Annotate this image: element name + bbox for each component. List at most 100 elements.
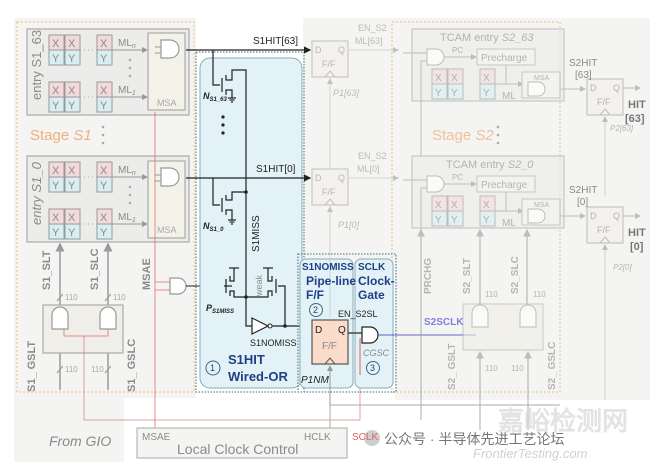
wired-or-title-2: Wired-OR (228, 369, 288, 384)
weak-label: weak (254, 274, 264, 297)
wired-or-frame (195, 51, 305, 393)
svg-text:HIT: HIT (628, 227, 646, 239)
pipeline-title-1: Pipe-line (306, 274, 356, 288)
msa-s2-0-label: MSA (534, 202, 550, 209)
svg-text:X: X (68, 212, 76, 224)
svg-text:Y: Y (451, 215, 458, 226)
pipeline-frame (297, 253, 397, 393)
entry-s1-63-label: entry S1_63 (29, 30, 44, 100)
wechat-icon (364, 430, 380, 446)
svg-text:ML: ML (502, 218, 516, 229)
en-s2sl-label: EN_S2SL (338, 309, 378, 319)
clockgate-header: SCLK (358, 262, 386, 273)
svg-text:Y: Y (52, 53, 60, 65)
svg-text:Q: Q (338, 45, 345, 55)
p1nm-label: P1NM (301, 375, 329, 386)
clockgate-title-1: Clock- (358, 274, 395, 288)
svg-text:PC: PC (452, 173, 463, 182)
watermark-title: 嘉峪检测网 (498, 406, 628, 436)
watermark-url: FrontierTesting.com (473, 446, 588, 461)
svg-text:X: X (451, 200, 458, 211)
svg-text:P1[63]: P1[63] (333, 88, 360, 98)
and-gate-icon (51, 306, 69, 330)
p1-flipflop-labels: D Q F/F P1[63] EN_S2 ML[63] D Q F/F P1[0… (315, 23, 387, 230)
svg-text:Y: Y (483, 88, 490, 99)
svg-text:Y: Y (68, 227, 76, 239)
ml-n-label: MLn (118, 165, 136, 177)
and-gate-icon (99, 306, 117, 330)
svg-text:[63]: [63] (575, 70, 592, 81)
svg-text:ML[63]: ML[63] (355, 36, 383, 46)
svg-text:[63]: [63] (625, 113, 645, 125)
svg-text:110: 110 (511, 364, 524, 373)
s2hit-labels: S2HIT [63] S2HIT [0] (569, 58, 597, 208)
pipeline-title-2: F/F (306, 288, 324, 302)
local-clock-control-label: Local Clock Control (177, 441, 298, 457)
msa-s2-63-label: MSA (534, 75, 550, 82)
svg-text:X: X (435, 73, 442, 84)
msae-bottom-label: MSAE (142, 432, 171, 443)
ml-1-label: ML1 (118, 85, 136, 97)
and-gate-icon (160, 39, 180, 59)
svg-text:P1[0]: P1[0] (338, 220, 360, 230)
svg-text:X: X (100, 85, 108, 97)
svg-text:S2_SLT: S2_SLT (462, 258, 473, 294)
s1-slt-label: S1_SLT (41, 250, 53, 290)
s1-slc-label: S1_SLC (89, 248, 101, 290)
svg-text:Y: Y (435, 88, 442, 99)
s2sclk-label: S2SCLK (424, 317, 464, 328)
svg-text:Q: Q (613, 83, 620, 93)
and-gate-icon (169, 277, 187, 295)
svg-text:Y: Y (52, 180, 60, 192)
svg-text:X: X (68, 165, 76, 177)
n-s1-0-label: NS1_0 (203, 221, 224, 233)
s1miss-label: S1MISS (251, 215, 262, 252)
svg-text:Q: Q (613, 211, 620, 221)
msa-label: MSA (157, 225, 177, 235)
entry-s2-0-label: TCAM entry S2_0 (446, 159, 534, 171)
svg-text:S2_ GSLC: S2_ GSLC (547, 342, 558, 390)
and-gate-icon (160, 167, 180, 187)
svg-text:Q: Q (338, 173, 345, 183)
svg-text:X: X (483, 73, 490, 84)
svg-text:D: D (315, 45, 322, 55)
badge-3 (366, 361, 380, 375)
svg-text:D: D (315, 173, 322, 183)
svg-text:X: X (52, 165, 60, 177)
svg-text:Y: Y (100, 100, 108, 112)
hclk-label: HCLK (304, 432, 331, 443)
svg-text:Y: Y (435, 215, 442, 226)
ml-1-label: ML1 (118, 212, 136, 224)
svg-text:Precharge: Precharge (481, 53, 528, 64)
p1nm-d-label: D (315, 325, 322, 336)
from-gio-label: From GIO (49, 433, 111, 449)
svg-text:Y: Y (68, 53, 76, 65)
stage1-title: Stage S1 (30, 127, 92, 144)
svg-text:X: X (435, 200, 442, 211)
svg-text:Y: Y (52, 227, 60, 239)
svg-text:110: 110 (485, 364, 498, 373)
s1nomiss-label: S1NOMISS (250, 338, 297, 348)
inverter-icon (251, 317, 270, 335)
clockgate-title-2: Gate (358, 288, 385, 302)
svg-text:F/F: F/F (322, 59, 336, 69)
svg-text:P2[63]: P2[63] (610, 124, 634, 133)
svg-text:F/F: F/F (597, 225, 611, 235)
stage2-entries (403, 28, 641, 430)
badge-2 (309, 303, 323, 317)
s1hit-0-label: S1HIT[0] (256, 164, 296, 175)
badge-1-number: 1 (210, 363, 215, 373)
svg-text:X: X (52, 85, 60, 97)
svg-text:Y: Y (68, 100, 76, 112)
svg-text:X: X (100, 38, 108, 50)
s1hit-63-label: S1HIT[63] (253, 36, 298, 47)
svg-text:X: X (100, 212, 108, 224)
nmos-transistor-icon (212, 178, 246, 225)
wired-or-region (199, 57, 303, 389)
p1nm-ff-label: F/F (322, 341, 337, 352)
svg-text:F/F: F/F (322, 187, 336, 197)
svg-text:P2[0]: P2[0] (613, 263, 632, 272)
svg-text:Precharge: Precharge (481, 180, 528, 191)
